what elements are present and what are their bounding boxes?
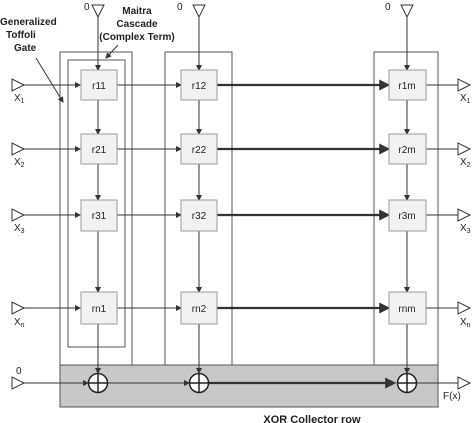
cell-r1m: r1m — [388, 69, 427, 101]
row-output-label-2: X2 — [460, 157, 471, 169]
xor-gate-3 — [396, 372, 418, 394]
xor-collector-row — [59, 364, 439, 408]
cell-rnm: rnm — [388, 291, 427, 325]
cell-rn1: rn1 — [80, 291, 118, 325]
top-input-col3: 0 — [385, 2, 414, 71]
row-input-label-1: X1 — [14, 93, 25, 105]
cell-r11: r11 — [80, 69, 118, 101]
row-input-label-n: Xn — [14, 317, 25, 329]
maitra-label-line3: (Complex Term) — [99, 32, 174, 43]
column-1-frame — [59, 51, 133, 366]
row-n-lines — [11, 301, 472, 315]
cell-rn1-label: rn1 — [92, 304, 107, 315]
top-input-label-3: 0 — [385, 2, 391, 13]
cell-r12-label: r12 — [192, 81, 207, 92]
cell-rn2-label: rn2 — [192, 304, 207, 315]
cell-r31-label: r31 — [92, 211, 107, 222]
row-input-label-2: X2 — [14, 157, 25, 169]
maitra-label-line2: Cascade — [116, 19, 158, 30]
cell-r3m-label: r3m — [398, 211, 415, 222]
toffoli-pointer — [35, 57, 64, 103]
row-1-lines — [11, 78, 472, 92]
cell-r21: r21 — [80, 133, 118, 165]
cell-r22: r22 — [180, 133, 218, 165]
xor-gate-1 — [87, 372, 109, 394]
cell-r1m-label: r1m — [398, 81, 415, 92]
toffoli-label-line2: Toffoli — [6, 30, 36, 41]
top-input-label-1: 0 — [84, 2, 90, 13]
maitra-label-line1: Maitra — [122, 6, 152, 17]
vertical-connectors — [95, 100, 410, 374]
row-3-lines — [11, 208, 472, 222]
cell-r2m-label: r2m — [398, 145, 415, 156]
top-input-label-2: 0 — [177, 2, 183, 13]
cell-r32: r32 — [180, 199, 218, 232]
xor-collector-label: XOR Collector row — [263, 414, 361, 423]
row-output-label-1: X1 — [460, 93, 471, 105]
row-input-label-3: X3 — [14, 223, 25, 235]
column-3-frame — [373, 51, 439, 366]
maitra-pointer — [105, 44, 119, 59]
top-input-col2: 0 — [177, 2, 206, 71]
row-2-lines — [11, 142, 472, 156]
cell-r22-label: r22 — [192, 145, 207, 156]
cell-rn2: rn2 — [180, 291, 218, 325]
xor-gate-2 — [188, 372, 210, 394]
toffoli-label-line3: Gate — [14, 43, 37, 54]
collector-line — [11, 376, 472, 390]
row-output-label-3: X3 — [460, 223, 471, 235]
top-input-col1: 0 — [84, 2, 105, 71]
collector-output-label: F(x) — [443, 391, 461, 402]
cell-r12: r12 — [180, 69, 218, 101]
cell-r3m: r3m — [388, 199, 427, 232]
row-output-label-n: Xn — [460, 317, 471, 329]
cell-r2m: r2m — [388, 133, 427, 165]
cell-r32-label: r32 — [192, 211, 207, 222]
cell-rnm-label: rnm — [398, 304, 415, 315]
cell-r11-label: r11 — [92, 81, 106, 92]
toffoli-inner-frame — [67, 59, 126, 348]
toffoli-label-line1: Generalized — [0, 17, 57, 28]
cell-r21-label: r21 — [92, 145, 107, 156]
cell-r31: r31 — [80, 199, 118, 232]
collector-input-label: 0 — [16, 366, 22, 377]
